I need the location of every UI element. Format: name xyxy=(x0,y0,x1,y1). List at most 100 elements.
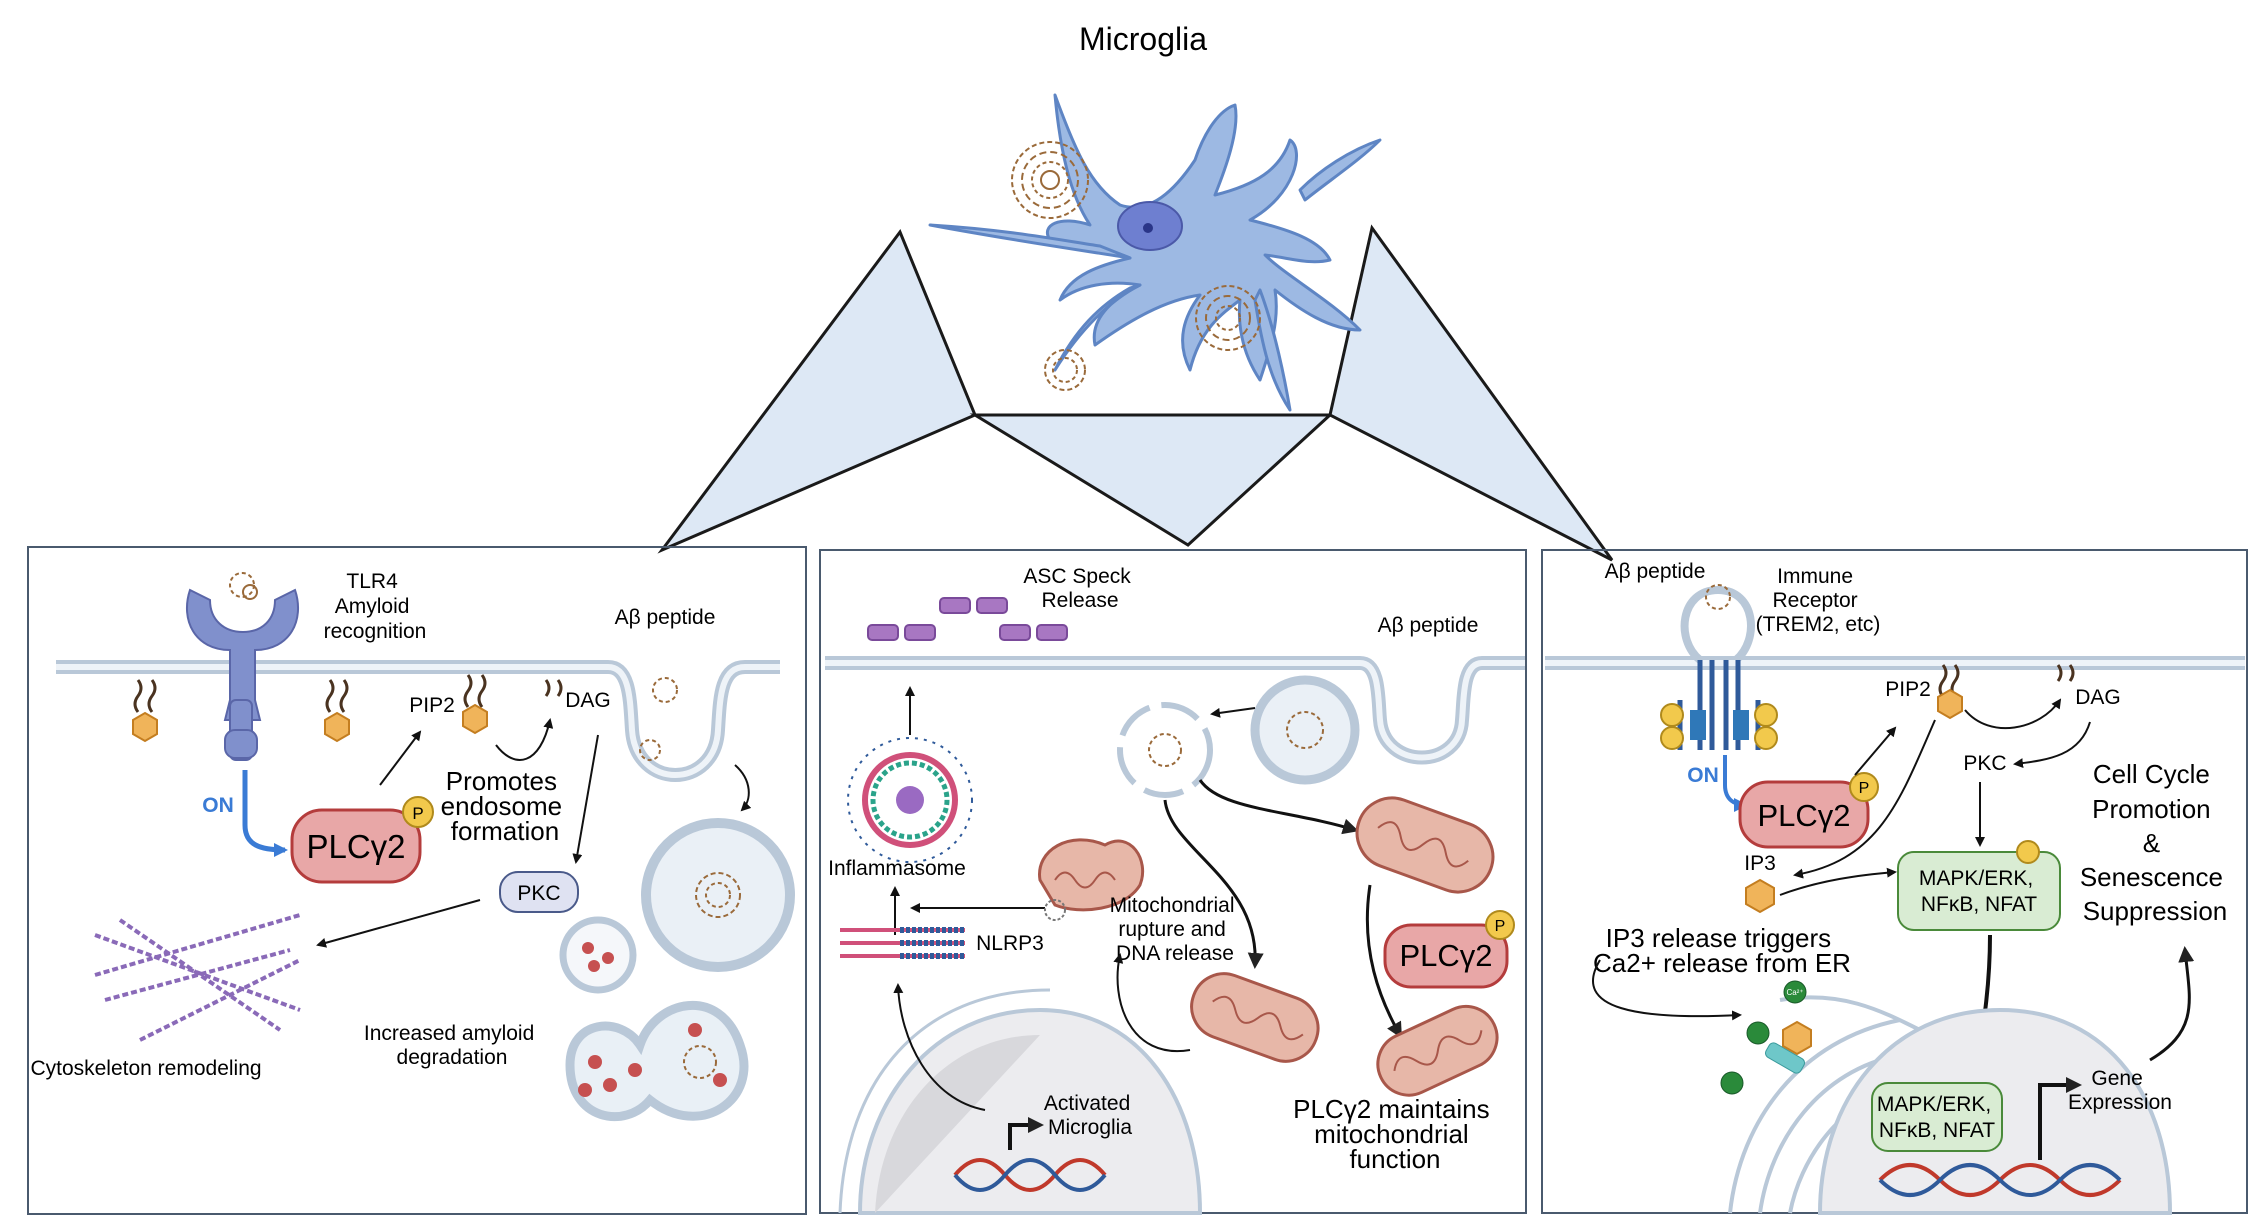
abeta-label-middle: Aβ peptide xyxy=(1378,614,1479,637)
ca-ions xyxy=(1720,980,1807,1095)
pkc-label-right: PKC xyxy=(1963,752,2006,775)
arrow-to-healthy-mito xyxy=(1198,779,1359,835)
pip2-label-right: PIP2 xyxy=(1885,678,1931,701)
plcg2-label-middle: PLCγ2 xyxy=(1399,938,1492,973)
abeta-label-left: Aβ peptide xyxy=(615,606,716,629)
p-badge-right xyxy=(1849,772,1879,802)
inflammasome-label: Inflammasome xyxy=(828,857,966,880)
membrane-left xyxy=(56,660,780,782)
dna-right xyxy=(1878,1163,2122,1197)
dag-label-right: DAG xyxy=(2075,686,2121,709)
membrane-middle xyxy=(825,656,1525,765)
transcription-arrow-middle xyxy=(1008,1117,1044,1150)
arrow-ca-release xyxy=(1592,959,1742,1021)
plcg2-left xyxy=(290,808,422,884)
arrow-to-mito-rupture xyxy=(1163,799,1264,969)
p-badge-left xyxy=(402,796,434,828)
amyloid-membrane-left xyxy=(639,677,678,761)
ip3-release-label: IP3 release triggers Ca2+ release from E… xyxy=(1593,923,1851,978)
funnel-middle xyxy=(969,413,1334,547)
plcg2-label-right: PLCγ2 xyxy=(1757,798,1850,833)
phagolysosome xyxy=(565,1001,749,1122)
mitochondrion-bottom xyxy=(1376,1004,1499,1097)
asc-specks xyxy=(867,597,1068,641)
abeta-label-right: Aβ peptide xyxy=(1605,560,1706,583)
mito-rupture-label: Mitochondrial rupture and DNA release xyxy=(1110,894,1241,965)
tlr4-receptor xyxy=(185,588,300,761)
tlr4-label: TLR4 Amyloid recognition xyxy=(324,570,427,643)
microglia-cell xyxy=(928,93,1382,412)
vesicle-middle-2 xyxy=(1250,675,1360,785)
mapk-box-1 xyxy=(1897,851,2061,931)
nucleolus xyxy=(1143,223,1153,233)
arrow-budding-endosome xyxy=(734,764,752,812)
plcg2-right xyxy=(1738,780,1870,849)
panel-left xyxy=(27,546,807,1215)
funnel-right xyxy=(1328,224,1614,562)
gene-expression-label: Gene Expression xyxy=(2068,1067,2172,1114)
arrow-pip2-ip3 xyxy=(1793,719,1936,879)
nucleus-middle xyxy=(838,988,1203,1215)
endosome-left xyxy=(641,818,795,972)
arrow-ip3-mapk xyxy=(1779,867,1897,896)
p-badge-mapk xyxy=(2016,840,2040,864)
arrow-pkc-cytoskeleton xyxy=(316,899,481,948)
on-arrow-left xyxy=(242,770,288,857)
on-label-right: ON xyxy=(1687,764,1719,787)
mitochondrion-top xyxy=(1355,796,1495,894)
promotes-endosome-label: Promotes endosome formation xyxy=(441,766,570,846)
receptor-p-badges xyxy=(1660,703,1778,750)
mapk-box-2 xyxy=(1871,1082,2003,1152)
on-label-left: ON xyxy=(202,794,234,817)
vesicle-middle-1 xyxy=(1117,702,1213,798)
p-label-left: P xyxy=(412,804,423,823)
arrow-vesicle-rupture xyxy=(1210,707,1256,718)
amyloid-plaque-2 xyxy=(1195,285,1261,351)
plcg2-middle xyxy=(1383,923,1509,989)
p-label-middle: P xyxy=(1495,918,1506,935)
asc-label: ASC Speck Release xyxy=(1023,565,1136,612)
ip3-hex xyxy=(1745,878,1775,914)
arrow-plc-pip2-right xyxy=(1854,726,1897,776)
pip2-hex-left xyxy=(132,703,488,743)
ca-label: Ca²⁺ xyxy=(1786,988,1803,997)
cytoskeleton-fibers xyxy=(94,913,301,1042)
funnel-left xyxy=(657,228,977,554)
arrow-dna-release xyxy=(1113,953,1191,1053)
nlrp3-label: NLRP3 xyxy=(976,932,1044,955)
title: Microglia xyxy=(1079,21,1207,57)
cell-cycle-label: Cell Cycle Promotion & Senescence Suppre… xyxy=(2080,759,2230,926)
amyloid-plaque-3 xyxy=(1044,349,1086,391)
p-label-right: P xyxy=(1859,780,1870,797)
ip3-label: IP3 xyxy=(1744,852,1776,875)
mapk-label-2: MAPK/ERK, NFκB, NFAT xyxy=(1877,1093,1997,1142)
maintains-label: PLCγ2 maintains mitochondrial function xyxy=(1293,1094,1497,1174)
arrow-nucleus-nlrp3 xyxy=(893,983,986,1111)
plcg2-label-left: PLCγ2 xyxy=(306,828,405,865)
pkc-label-left: PKC xyxy=(517,882,560,905)
arrow-gene-cellcycle xyxy=(2149,946,2195,1062)
p-badge-middle xyxy=(1485,910,1515,940)
pip2-label-left: PIP2 xyxy=(409,694,455,717)
pip2-hex-right xyxy=(1937,688,1963,720)
dag-label-left: DAG xyxy=(565,689,611,712)
arrow-pip2-dag-left xyxy=(495,718,554,761)
arrow-plc-pip2-left xyxy=(379,730,422,786)
inflammasome-icon xyxy=(847,737,973,863)
degradation-label: Increased amyloid degradation xyxy=(364,1022,540,1069)
arrow-plc-mito-bottom xyxy=(1365,884,1402,1039)
tlr4-amyloid xyxy=(229,572,258,600)
transcription-arrow-right xyxy=(2038,1077,2082,1160)
dna-middle xyxy=(953,1158,1107,1192)
amyloid-plaque-1 xyxy=(1011,141,1089,219)
cytoskeleton-label: Cytoskeleton remodeling xyxy=(30,1057,261,1080)
lysosome-small xyxy=(559,916,637,994)
arrow-dag-pkc-right xyxy=(2013,721,2091,769)
arrow-pip2-dag-right xyxy=(1964,698,2062,730)
activated-label: Activated Microglia xyxy=(1044,1092,1136,1139)
ruptured-mitochondrion xyxy=(1038,838,1145,921)
pkc-left xyxy=(499,871,579,913)
ip3-receptor-er xyxy=(1765,1020,1812,1074)
arrow-dag-pkc-left xyxy=(572,734,599,864)
